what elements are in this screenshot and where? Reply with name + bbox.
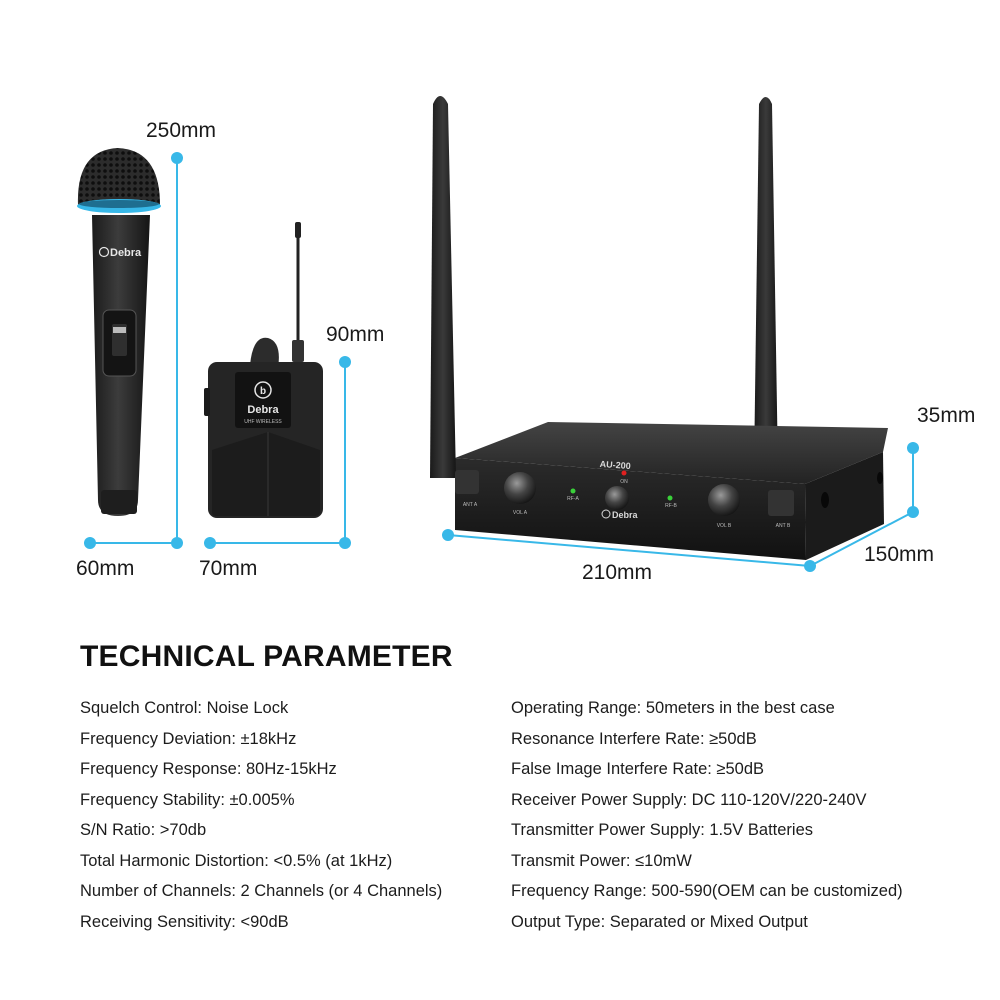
spec-item: S/N Ratio: >70db — [80, 821, 207, 839]
spec-list-left: Squelch Control: Noise Lock Frequency De… — [80, 696, 442, 940]
receiver-rf-a-label: RF-A — [567, 496, 579, 502]
spec-heading: TECHNICAL PARAMETER — [80, 640, 453, 673]
receiver-power-label: ON — [620, 479, 628, 485]
product-illustration: Debra b Debra UHF WIRELESS — [77, 96, 919, 572]
spec-item: Total Harmonic Distortion: <0.5% (at 1kH… — [80, 851, 393, 870]
receiver-rf-b-label: RF-B — [665, 503, 677, 509]
mic-brand-text: Debra — [110, 247, 142, 259]
receiver-model-text: AU-200 — [599, 459, 631, 471]
spec-item: Frequency Response: 80Hz-15kHz — [80, 760, 337, 778]
bodypack-sub-text: UHF WIRELESS — [244, 419, 282, 425]
receiver-depth-label: 150mm — [864, 543, 935, 566]
receiver-illustration: AU-200 ON ANT A VOL A RF-A RF-B VOL B AN… — [430, 96, 888, 560]
spec-item: Transmitter Power Supply: 1.5V Batteries — [511, 821, 814, 839]
spec-item: Receiving Sensitivity: <90dB — [80, 912, 289, 931]
mic-dimension-lines — [84, 152, 183, 549]
spec-item: Squelch Control: Noise Lock — [80, 699, 289, 717]
receiver-vol-a-label: VOL A — [513, 510, 528, 516]
microphone-illustration: Debra — [77, 148, 161, 516]
spec-item: Operating Range: 50meters in the best ca… — [511, 699, 835, 717]
spec-item: False Image Interfere Rate: ≥50dB — [511, 760, 765, 778]
spec-item: Frequency Range: 500-590(OEM can be cust… — [511, 882, 903, 900]
bodypack-brand-text: Debra — [247, 404, 279, 416]
mic-height-label: 250mm — [146, 119, 217, 142]
bodypack-dimension-lines — [204, 356, 351, 549]
receiver-ant-b-label: ANT B — [776, 523, 791, 529]
mic-width-label: 60mm — [76, 557, 135, 580]
spec-item: Frequency Deviation: ±18kHz — [80, 729, 297, 748]
receiver-dimension-lines — [442, 442, 919, 572]
receiver-width-label: 210mm — [582, 561, 653, 584]
receiver-brand-text: Debra — [612, 510, 639, 520]
spec-item: Number of Channels: 2 Channels (or 4 Cha… — [80, 882, 443, 900]
spec-list-right: Operating Range: 50meters in the best ca… — [511, 696, 903, 940]
receiver-ant-a-label: ANT A — [463, 502, 478, 508]
spec-item: Receiver Power Supply: DC 110-120V/220-2… — [511, 790, 867, 809]
svg-text:b: b — [260, 386, 266, 397]
bodypack-height-label: 90mm — [326, 323, 385, 346]
bodypack-width-label: 70mm — [199, 557, 258, 580]
spec-item: Output Type: Separated or Mixed Output — [511, 912, 808, 931]
bodypack-illustration: b Debra UHF WIRELESS — [204, 222, 323, 518]
spec-item: Frequency Stability: ±0.005% — [80, 790, 295, 809]
spec-item: Transmit Power: ≤10mW — [511, 851, 692, 870]
spec-item: Resonance Interfere Rate: ≥50dB — [511, 729, 757, 748]
receiver-height-label: 35mm — [917, 404, 976, 427]
receiver-vol-b-label: VOL B — [717, 523, 732, 529]
